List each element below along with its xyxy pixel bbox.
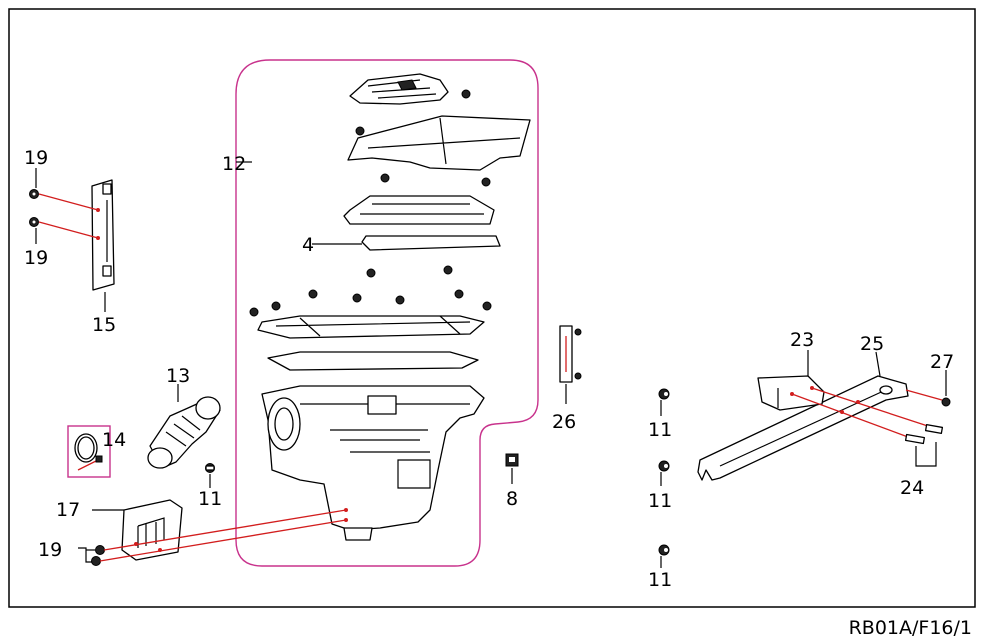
callout-17: 17 xyxy=(56,499,80,521)
clip xyxy=(481,177,491,187)
clip xyxy=(461,89,471,99)
screw-19-lower xyxy=(29,217,39,227)
bolt-11-right-bottom xyxy=(658,544,670,556)
callout-11: 11 xyxy=(648,419,672,441)
clip xyxy=(352,293,362,303)
callout-26: 26 xyxy=(552,411,576,433)
nut-8 xyxy=(505,453,519,467)
bolt-11-right-top xyxy=(658,388,670,400)
bracket-23 xyxy=(757,375,825,411)
fastener-line xyxy=(38,221,99,239)
callout-23: 23 xyxy=(790,329,814,351)
bracket-15 xyxy=(91,179,115,291)
screw-19-bottom-a xyxy=(95,545,105,555)
filter-element-4 xyxy=(361,235,501,251)
upper-cover xyxy=(347,115,531,171)
callout-15: 15 xyxy=(92,314,116,336)
clip xyxy=(366,268,376,278)
clip xyxy=(443,265,453,275)
bolt-11-left xyxy=(205,463,215,473)
callout-13: 13 xyxy=(166,365,190,387)
intake-snorkel-top xyxy=(349,73,449,105)
intake-boot-13 xyxy=(147,396,221,469)
clip xyxy=(271,301,281,311)
filter-housing-upper xyxy=(343,195,495,225)
clamp-14-box xyxy=(67,425,111,478)
clamp-14 xyxy=(74,433,103,471)
stud-26 xyxy=(559,325,582,383)
callout-11: 11 xyxy=(648,569,672,591)
callout-12: 12 xyxy=(222,153,246,175)
callout-19: 19 xyxy=(24,147,48,169)
pin-24-b xyxy=(904,433,926,445)
callout-14: 14 xyxy=(102,429,126,451)
callout-19: 19 xyxy=(24,247,48,269)
callout-24: 24 xyxy=(900,477,924,499)
bolt-11-right-mid xyxy=(658,460,670,472)
assembly-12-outline xyxy=(235,59,539,567)
callout-4: 4 xyxy=(302,234,314,256)
callout-8: 8 xyxy=(506,488,518,510)
clip xyxy=(355,126,365,136)
screw-19-bottom-b xyxy=(91,556,101,566)
drawing-frame xyxy=(8,8,976,608)
pin-24-a xyxy=(924,424,944,434)
callout-11: 11 xyxy=(648,490,672,512)
clip xyxy=(380,173,390,183)
clip xyxy=(249,307,259,317)
clip xyxy=(454,289,464,299)
callout-19: 19 xyxy=(38,539,62,561)
seal-ring xyxy=(267,351,479,371)
clip xyxy=(482,301,492,311)
clip xyxy=(308,289,318,299)
callout-25: 25 xyxy=(860,333,884,355)
callout-11: 11 xyxy=(198,488,222,510)
clip xyxy=(395,295,405,305)
drawing-code: RB01A/F16/1 xyxy=(849,617,972,639)
fastener-line xyxy=(38,193,99,211)
panel-17 xyxy=(121,499,183,561)
gasket-plate xyxy=(257,315,485,339)
screw-19-upper xyxy=(29,189,39,199)
bolt-27 xyxy=(941,397,951,407)
air-box-housing xyxy=(261,385,485,541)
callout-27: 27 xyxy=(930,351,954,373)
